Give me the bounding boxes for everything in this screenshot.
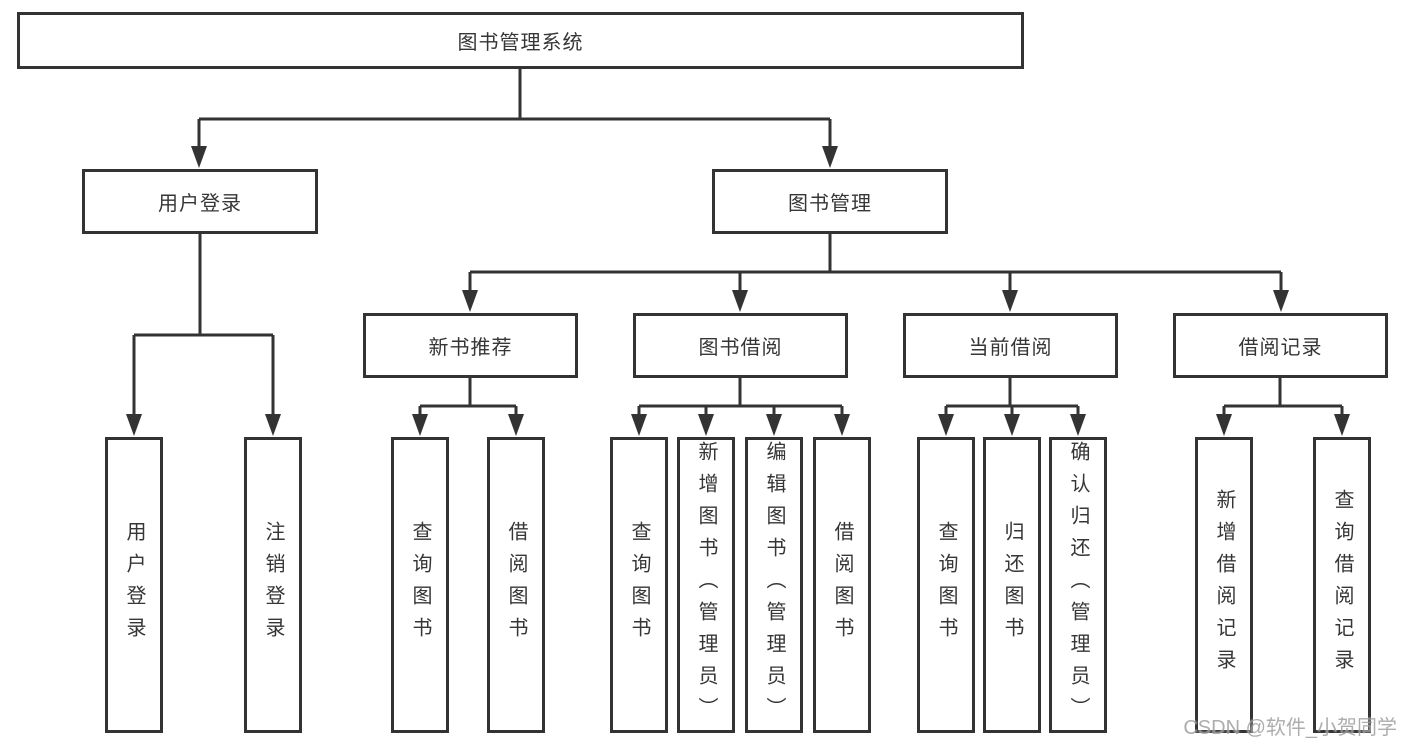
leaf-current-query-books: 查询图书	[917, 437, 975, 733]
csdn-watermark: CSDN @软件_小贺同学	[1183, 717, 1397, 739]
leaf-logout: 注销登录	[244, 437, 302, 733]
leaf-logout-label: 注销登录	[262, 521, 284, 649]
arrowhead-down	[938, 414, 954, 436]
node-root-label: 图书管理系统	[457, 32, 584, 54]
leaf-recommend-query-books-label: 查询图书	[409, 521, 431, 649]
leaf-current-query-books-label: 查询图书	[935, 521, 957, 649]
arrowhead-down	[1216, 414, 1232, 436]
leaf-current-confirm-return-admin-label: 确认归还（管理员）	[1067, 441, 1089, 729]
node-user-login-label: 用户登录	[158, 193, 242, 215]
node-book-borrowing-label: 图书借阅	[698, 337, 783, 359]
leaf-borrowing-query-books: 查询图书	[610, 437, 668, 733]
node-new-book-recommend: 新书推荐	[363, 313, 578, 378]
node-borrowing-records: 借阅记录	[1173, 313, 1388, 378]
leaf-current-return-books-label: 归还图书	[1001, 521, 1023, 649]
leaf-borrowing-add-books-admin: 新增图书（管理员）	[677, 437, 735, 733]
node-borrowing-records-label: 借阅记录	[1238, 337, 1323, 359]
node-book-management: 图书管理	[712, 169, 948, 234]
arrowhead-down	[462, 290, 478, 312]
arrowhead-down	[732, 290, 748, 312]
leaf-borrowing-query-books-label: 查询图书	[628, 521, 650, 649]
arrowhead-down	[766, 414, 782, 436]
leaf-recommend-borrow-books-label: 借阅图书	[505, 521, 527, 649]
arrowhead-down	[1070, 414, 1086, 436]
arrowhead-down	[508, 414, 524, 436]
arrowhead-down	[822, 146, 838, 168]
arrowhead-down	[631, 414, 647, 436]
arrowhead-down	[126, 414, 142, 436]
leaf-recommend-query-books: 查询图书	[391, 437, 449, 733]
node-user-login: 用户登录	[82, 169, 318, 234]
arrowhead-down	[1002, 290, 1018, 312]
leaf-borrowing-borrow-books-label: 借阅图书	[831, 521, 853, 649]
node-root: 图书管理系统	[17, 12, 1024, 69]
arrowhead-down	[698, 414, 714, 436]
leaf-records-add-record-label: 新增借阅记录	[1213, 489, 1235, 681]
arrowhead-down	[1004, 414, 1020, 436]
node-book-management-label: 图书管理	[788, 193, 872, 215]
arrowhead-down	[265, 414, 281, 436]
arrowhead-down	[1273, 290, 1289, 312]
node-current-borrowing-label: 当前借阅	[968, 337, 1053, 359]
arrowhead-down	[412, 414, 428, 436]
leaf-borrowing-borrow-books: 借阅图书	[813, 437, 871, 733]
leaf-records-add-record: 新增借阅记录	[1195, 437, 1253, 733]
node-current-borrowing: 当前借阅	[903, 313, 1118, 378]
leaf-borrowing-add-books-admin-label: 新增图书（管理员）	[695, 441, 717, 729]
leaf-user-login: 用户登录	[105, 437, 163, 733]
node-new-book-recommend-label: 新书推荐	[428, 337, 513, 359]
leaf-current-return-books: 归还图书	[983, 437, 1041, 733]
leaf-borrowing-edit-books-admin-label: 编辑图书（管理员）	[763, 441, 785, 729]
node-book-borrowing: 图书借阅	[633, 313, 848, 378]
leaf-recommend-borrow-books: 借阅图书	[487, 437, 545, 733]
arrowhead-down	[834, 414, 850, 436]
leaf-borrowing-edit-books-admin: 编辑图书（管理员）	[745, 437, 803, 733]
leaf-current-confirm-return-admin: 确认归还（管理员）	[1049, 437, 1107, 733]
leaf-records-query-record: 查询借阅记录	[1313, 437, 1371, 733]
arrowhead-down	[1334, 414, 1350, 436]
leaf-records-query-record-label: 查询借阅记录	[1331, 489, 1353, 681]
leaf-user-login-label: 用户登录	[123, 521, 145, 649]
arrowhead-down	[191, 146, 207, 168]
